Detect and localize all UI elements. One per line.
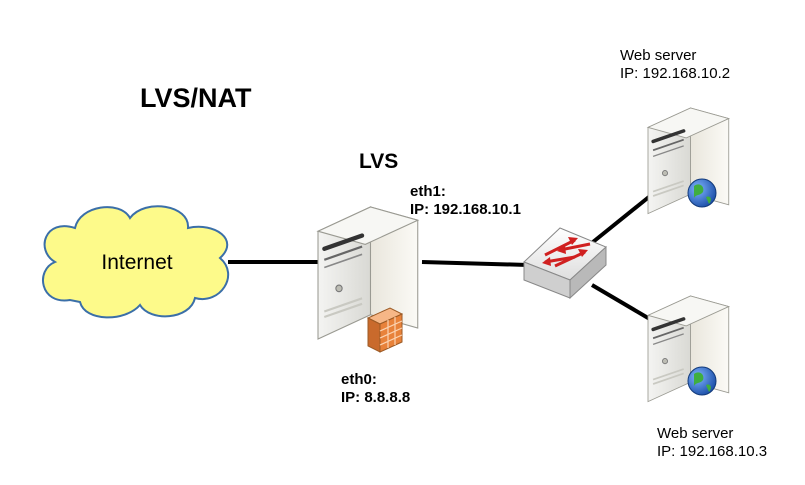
eth0-ip: IP: 8.8.8.8 <box>341 389 411 406</box>
eth1-label: eth1: IP: 192.168.10.1 <box>410 183 521 219</box>
link-lvs-switch <box>421 260 529 267</box>
internet-label: Internet <box>101 251 172 274</box>
diagram-title: LVS/NAT <box>140 83 252 113</box>
web-server-2-label: Web server IP: 192.168.10.3 <box>657 425 767 461</box>
firewall-icon <box>366 307 404 353</box>
cloud-icon <box>42 205 230 319</box>
eth1-name: eth1: <box>410 183 446 200</box>
switch-icon <box>523 227 607 300</box>
web-server-2-ip: IP: 192.168.10.3 <box>657 443 768 460</box>
eth0-label: eth0: IP: 8.8.8.8 <box>341 371 410 407</box>
eth1-ip: IP: 192.168.10.1 <box>410 201 521 218</box>
web-server-1-label: Web server IP: 192.168.10.2 <box>620 47 730 83</box>
eth0-name: eth0: <box>341 371 377 388</box>
web-server-1-name: Web server <box>620 47 697 64</box>
lvs-label: LVS <box>359 150 399 173</box>
web-server-2-name: Web server <box>657 425 734 442</box>
web-server-1-ip: IP: 192.168.10.2 <box>620 65 731 82</box>
globe-icon <box>687 366 717 396</box>
globe-icon <box>687 178 717 208</box>
